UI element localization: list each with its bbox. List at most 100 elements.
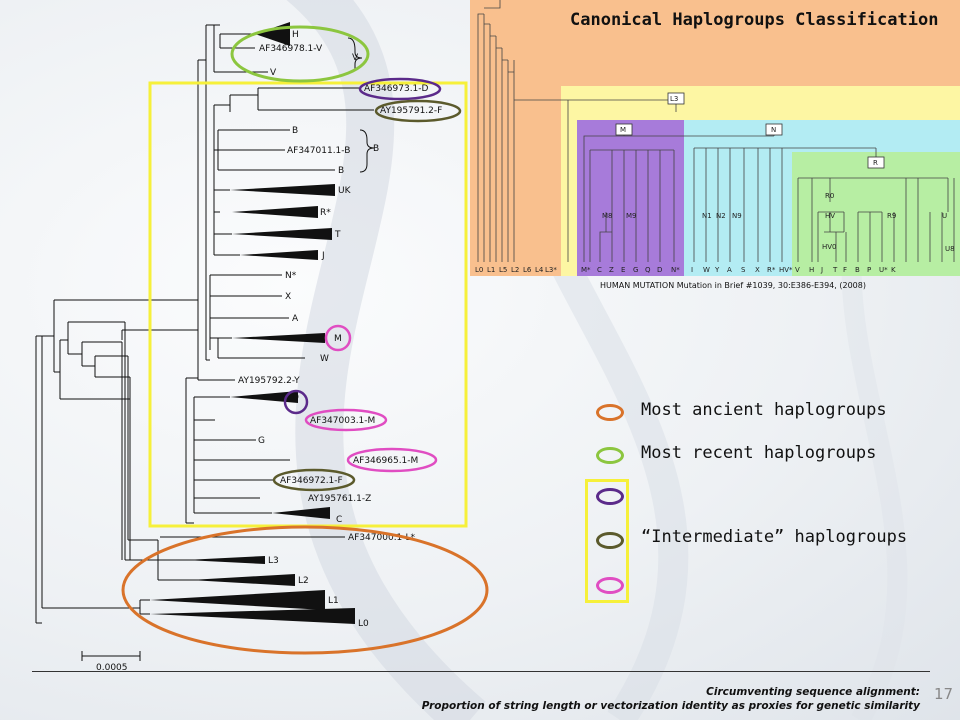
- canon-leaf-label: S: [741, 266, 746, 274]
- tree-label-T: T: [334, 230, 341, 240]
- canon-leaf-label: L3*: [545, 266, 557, 274]
- canon-leaf-label: X: [755, 266, 760, 274]
- ancient-haplogroups-oval: [121, 525, 489, 655]
- canon-node-N1: N1: [702, 212, 712, 220]
- canon-leaf-label: Q: [645, 266, 651, 274]
- tree-label-Nstar: N*: [285, 271, 297, 281]
- tree-label-Rstar: R*: [320, 208, 331, 218]
- tree-label-ay195761: AY195761.1-Z: [308, 494, 371, 504]
- canon-leaf-label: Y: [714, 266, 720, 274]
- bracket-label-v: V: [352, 53, 359, 63]
- canon-node-N9: N9: [732, 212, 742, 220]
- tree-label-UK: UK: [338, 186, 352, 196]
- footer-title-line2: Proportion of string length or vectoriza…: [421, 700, 920, 712]
- tree-label-L3: L3: [268, 556, 279, 566]
- tree-label-L1: L1: [328, 596, 339, 606]
- canon-leaf-label: V: [795, 266, 800, 274]
- canon-node-U8: U8: [945, 245, 955, 253]
- canon-node-N: N: [771, 126, 776, 134]
- tree-label-af346973: AF346973.1-D: [364, 84, 429, 94]
- legend-ancient-label: Most ancient haplogroups: [641, 400, 887, 420]
- tree-label-L2: L2: [298, 576, 309, 586]
- magenta-oval-af346965: [346, 447, 438, 473]
- canon-leaf-label: L4: [535, 266, 544, 274]
- tree-label-af347000: AF347000.1-L*: [348, 533, 416, 543]
- canon-leaf-label: E: [621, 266, 625, 274]
- canon-leaf-label: J: [820, 266, 823, 274]
- legend-oval-olive: [596, 532, 624, 549]
- legend-intermediate-label: “Intermediate” haplogroups: [641, 527, 908, 547]
- tree-label-af347003: AF347003.1-M: [310, 416, 375, 426]
- legend-oval-magenta: [596, 577, 624, 594]
- tree-label-C: C: [336, 515, 342, 525]
- tree-label-af347011: AF347011.1-B: [287, 146, 350, 156]
- purple-oval-d: [283, 389, 309, 415]
- canon-leaf-label: U*: [879, 266, 888, 274]
- legend-recent-label: Most recent haplogroups: [641, 443, 877, 463]
- magenta-oval-af347003: [304, 408, 388, 432]
- olive-oval-af346972: [272, 468, 356, 492]
- legend-oval-ancient: [596, 404, 624, 421]
- tree-label-G: G: [258, 436, 265, 446]
- tree-label-ay195792: AY195792.2-Y: [238, 376, 300, 386]
- tree-label-H: H: [292, 30, 299, 40]
- canon-leaf-label: M*: [581, 266, 591, 274]
- tree-label-af346965: AF346965.1-M: [353, 456, 418, 466]
- tree-label-af346972: AF346972.1-F: [280, 476, 343, 486]
- tree-label-ay195791: AY195791.2-F: [380, 106, 442, 116]
- canon-leaf-label: D: [657, 266, 662, 274]
- tree-label-B1: B: [292, 126, 298, 136]
- canon-leaf-label: L1: [487, 266, 495, 274]
- tree-label-X: X: [285, 292, 291, 302]
- canon-node-M9: M9: [626, 212, 637, 220]
- tree-label-V: V: [270, 68, 277, 78]
- legend-intermediate-box: [585, 479, 629, 603]
- canon-leaf-label: R*: [767, 266, 776, 274]
- canon-leaf-label: L2: [511, 266, 519, 274]
- legend-oval-recent: [596, 447, 624, 464]
- canon-leaf-label: HV*: [779, 266, 793, 274]
- page-number: 17: [934, 685, 954, 703]
- canon-leaf-label: G: [633, 266, 638, 274]
- footer-divider: [32, 671, 930, 672]
- recent-haplogroups-oval: [230, 25, 370, 83]
- tree-label-W: W: [320, 354, 329, 364]
- canon-leaf-label: H: [809, 266, 814, 274]
- canon-node-M8: M8: [602, 212, 613, 220]
- citation: HUMAN MUTATION Mutation in Brief #1039, …: [600, 281, 866, 290]
- canon-leaf-label: P: [867, 266, 871, 274]
- canon-leaf-label: L6: [523, 266, 532, 274]
- canon-node-U: U: [942, 212, 947, 220]
- canon-node-R: R: [873, 159, 878, 167]
- scale-bar-label: 0.0005: [96, 663, 128, 673]
- canon-leaf-label: C: [597, 266, 602, 274]
- canon-node-R9: R9: [887, 212, 896, 220]
- tree-label-D: D: [292, 393, 299, 403]
- canon-node-HV0: HV0: [822, 243, 837, 251]
- canonical-title: Canonical Haplogroups Classification: [570, 10, 938, 30]
- tree-label-A: A: [292, 314, 299, 324]
- canon-node-M: M: [620, 126, 626, 134]
- magenta-oval-m: [324, 324, 352, 352]
- footer-title-line1: Circumventing sequence alignment:: [706, 686, 920, 698]
- canon-node-R0: R0: [825, 192, 834, 200]
- canon-leaf-label: L5: [499, 266, 507, 274]
- canon-leaf-label: B: [855, 266, 860, 274]
- olive-oval-ay195791: [374, 99, 462, 123]
- canon-node-HV: HV: [825, 212, 835, 220]
- canon-leaf-label: I: [691, 266, 693, 274]
- tree-label-L0: L0: [358, 619, 369, 629]
- bracket-label-b: B: [373, 144, 379, 154]
- canon-leaf-label: F: [843, 266, 847, 274]
- canon-leaf-label: T: [832, 266, 838, 274]
- canon-leaf-label: L0: [475, 266, 483, 274]
- purple-oval-af346973: [358, 77, 442, 101]
- canon-leaf-label: Z: [609, 266, 614, 274]
- canon-leaf-label: A: [727, 266, 732, 274]
- canon-leaf-label: K: [891, 266, 896, 274]
- canon-leaf-label: W: [703, 266, 710, 274]
- tree-label-M: M: [334, 334, 342, 344]
